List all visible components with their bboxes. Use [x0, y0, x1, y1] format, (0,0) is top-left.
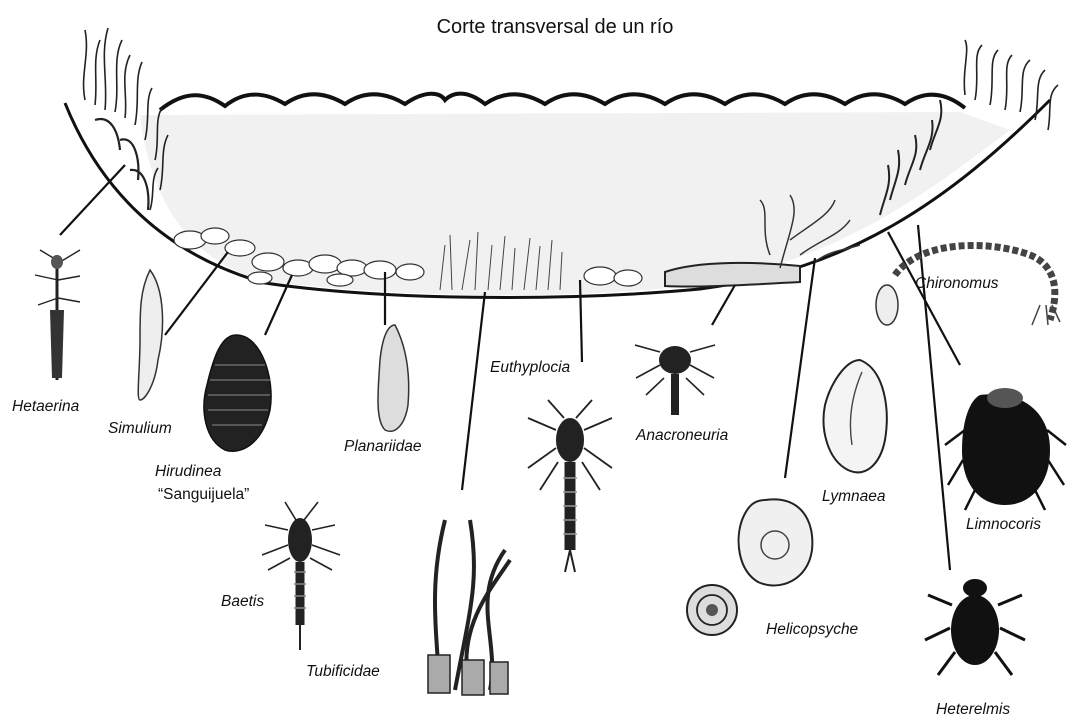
heterelmis-illustration	[925, 579, 1025, 675]
baetis-illustration	[262, 502, 340, 650]
hirudinea-illustration	[204, 335, 271, 451]
tubificidae-illustration	[428, 520, 510, 695]
label-heterelmis: Heterelmis	[936, 701, 1010, 718]
label-chironomus: Chironomus	[915, 275, 999, 292]
label-baetis: Baetis	[221, 593, 264, 610]
water-surface	[160, 94, 965, 110]
label-tubificidae: Tubificidae	[306, 663, 380, 680]
label-anacroneuria: Anacroneuria	[635, 427, 729, 444]
planariidae-illustration	[378, 325, 409, 431]
label-sanguijuela: “Sanguijuela”	[158, 486, 249, 503]
limnocoris-illustration	[945, 388, 1066, 510]
pointer-simulium	[165, 252, 228, 335]
label-lymnaea: Lymnaea	[822, 488, 886, 505]
simulium-illustration	[138, 270, 162, 400]
hetaerina-illustration	[35, 250, 80, 380]
pointer-anacroneuria	[712, 285, 735, 325]
label-hirudinea: Hirudinea	[155, 463, 222, 480]
diagram-title: Corte transversal de un río	[437, 16, 674, 38]
label-planariidae: Planariidae	[344, 438, 422, 455]
euthyplocia-illustration	[528, 400, 612, 572]
label-limnocoris: Limnocoris	[966, 516, 1041, 533]
pointer-tubificidae	[462, 292, 485, 490]
pointer-hetaerina	[60, 165, 125, 235]
anacroneuria-illustration	[635, 345, 715, 415]
helicopsyche-illustration	[687, 499, 812, 635]
label-euthyplocia: Euthyplocia	[490, 359, 571, 376]
lymnaea-illustration	[824, 360, 887, 472]
pointer-helicopsyche	[785, 258, 815, 478]
label-helicopsyche: Helicopsyche	[766, 621, 859, 638]
label-hetaerina: Hetaerina	[12, 398, 80, 415]
label-simulium: Simulium	[108, 420, 172, 437]
